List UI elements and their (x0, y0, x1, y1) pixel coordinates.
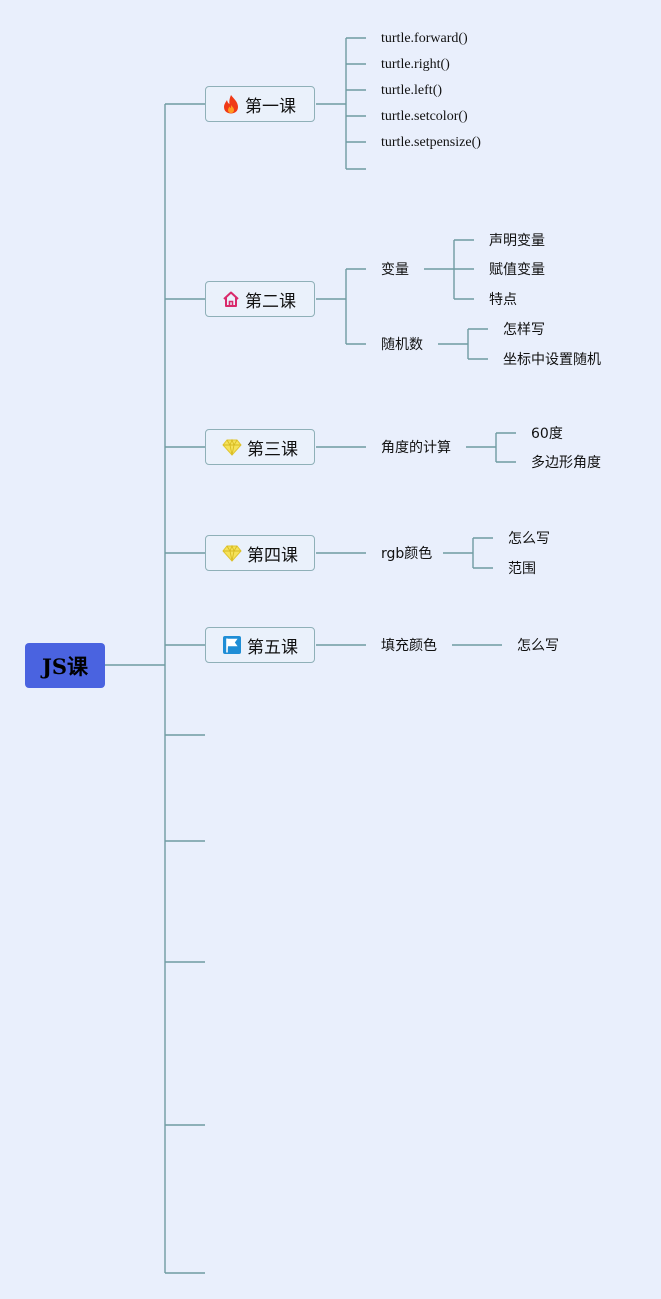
fire-icon (224, 95, 238, 114)
topic-rgb-color[interactable]: rgb颜色 (381, 546, 433, 562)
subtopic-random-coordinates[interactable]: 坐标中设置随机 (503, 352, 601, 368)
subtopic-polygon-angle[interactable]: 多边形角度 (531, 455, 601, 471)
topic-turtle-right[interactable]: turtle.right() (381, 57, 450, 72)
subtopic-features[interactable]: 特点 (489, 292, 517, 308)
lesson-label-1: 第一课 (245, 96, 296, 117)
lesson-node-2[interactable]: 第二课 (205, 281, 315, 317)
topic-random-number[interactable]: 随机数 (381, 337, 423, 353)
subtopic-declare-variable[interactable]: 声明变量 (489, 233, 545, 249)
topic-variable[interactable]: 变量 (381, 262, 409, 278)
diamond-icon (222, 544, 242, 562)
topic-turtle-forward[interactable]: turtle.forward() (381, 31, 468, 46)
subtopic-60-degrees[interactable]: 60度 (531, 426, 563, 442)
subtopic-fill-how-to-write[interactable]: 怎么写 (517, 638, 559, 654)
lesson-label-3: 第三课 (247, 439, 298, 460)
topic-fill-color[interactable]: 填充颜色 (381, 638, 437, 654)
topic-angle-calc[interactable]: 角度的计算 (381, 440, 451, 456)
lesson-label-4: 第四课 (247, 545, 298, 566)
lesson-node-3[interactable]: 第三课 (205, 429, 315, 465)
lesson-node-1[interactable]: 第一课 (205, 86, 315, 122)
subtopic-how-to-write[interactable]: 怎样写 (503, 322, 545, 338)
root-label: JS课 (41, 653, 89, 679)
lesson-label-5: 第五课 (247, 637, 298, 658)
subtopic-assign-variable[interactable]: 赋值变量 (489, 262, 545, 278)
lesson-node-5[interactable]: 第五课 (205, 627, 315, 663)
subtopic-rgb-range[interactable]: 范围 (508, 561, 536, 577)
subtopic-rgb-how-to-write[interactable]: 怎么写 (508, 531, 550, 547)
topic-turtle-left[interactable]: turtle.left() (381, 83, 443, 98)
lesson-node-4[interactable]: 第四课 (205, 535, 315, 571)
topic-turtle-setcolor[interactable]: turtle.setcolor() (381, 109, 468, 124)
home-icon (223, 291, 239, 307)
root-node[interactable]: JS课 (25, 643, 105, 688)
lesson-label-2: 第二课 (245, 291, 296, 312)
diamond-icon (222, 438, 242, 456)
flag-icon (223, 636, 241, 654)
topic-turtle-setpensize[interactable]: turtle.setpensize() (381, 135, 481, 150)
